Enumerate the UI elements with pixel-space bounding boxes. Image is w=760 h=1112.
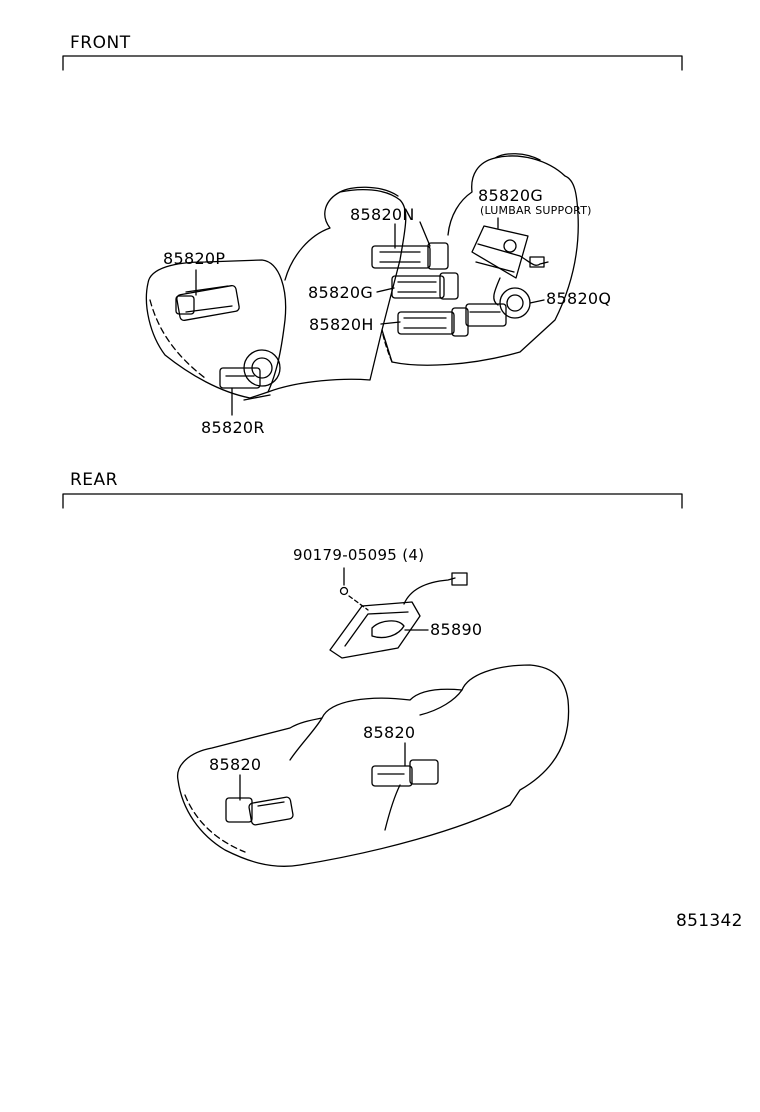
motor-85820g-shape [391,272,459,300]
callout-85820g-top: 85820G [478,186,544,205]
motor-85820p-shape [175,284,240,322]
section-title-front: FRONT [70,33,131,53]
bolt-shape [339,586,349,596]
leader-85820q [529,299,545,304]
callout-bolt-90179: 90179-05095 (4) [293,546,425,564]
section-title-rear: REAR [70,470,118,490]
motor-85820r-shape [219,349,281,389]
rear-seat-back [289,717,323,761]
callout-85820p: 85820P [163,249,226,268]
motor-85820h-shape [397,307,469,337]
callout-85820n: 85820N [350,205,415,224]
motor-85820q-shape [465,287,531,327]
callout-85820-cushion: 85820 [209,755,262,774]
motor-85820n-shape [371,242,449,270]
front-seat-back [267,188,407,393]
leader-85820n [394,221,431,249]
lumbar-support-shape [471,225,549,306]
callout-lumbar-support: (LUMBAR SUPPORT) [480,204,592,217]
rear-motor-cushion-shape [225,796,294,826]
callout-85820q: 85820Q [546,289,612,308]
diagram-id: 851342 [676,911,743,931]
front-section-bracket [62,55,683,71]
callout-85890: 85890 [430,620,483,639]
rear-control-module-shape [329,572,468,659]
callout-85820g-mid: 85820G [308,283,374,302]
rear-motor-back-shape [371,759,439,787]
leader-85820h [380,321,401,325]
callout-85820-back: 85820 [363,723,416,742]
callout-85820h: 85820H [309,315,374,334]
callout-85820r: 85820R [201,418,265,437]
rear-section-bracket [62,493,683,509]
leader-85820g-mid [376,287,395,293]
